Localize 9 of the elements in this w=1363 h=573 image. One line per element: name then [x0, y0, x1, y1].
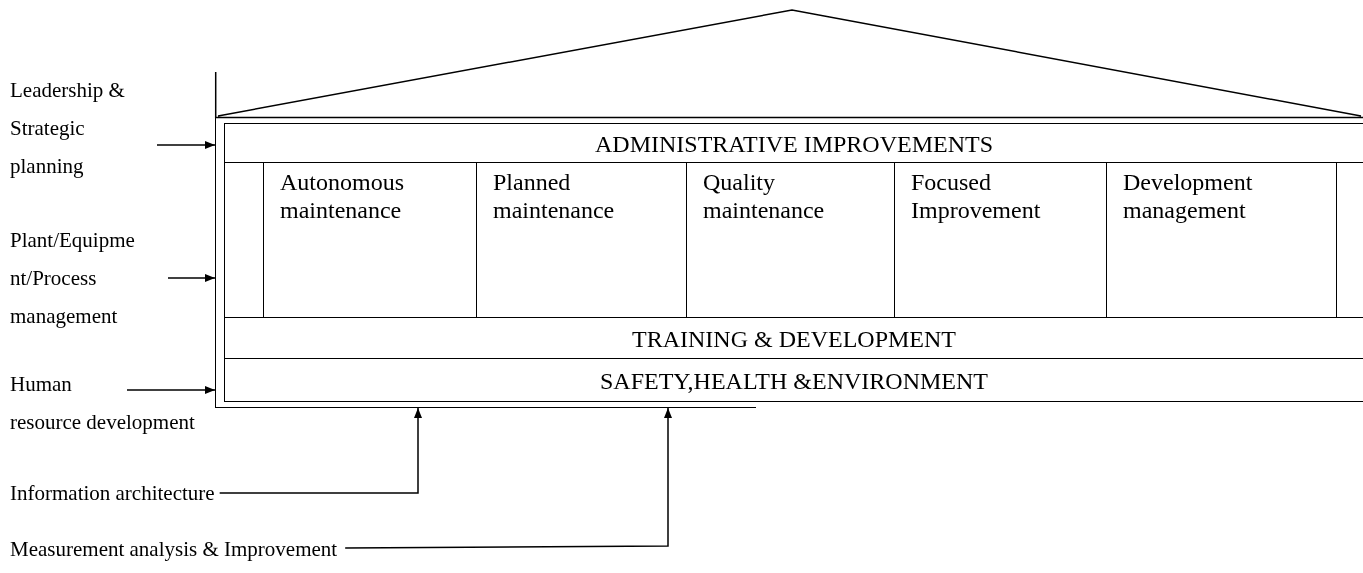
arrow: [126, 386, 216, 394]
input-label: Leadership & Strategic planning: [10, 71, 152, 185]
arrow: [167, 274, 216, 282]
input-label: Measurement analysis & Improvement: [10, 530, 338, 568]
arrow: [344, 407, 672, 549]
input-label: Information architecture: [10, 474, 215, 512]
arrow: [218, 407, 422, 494]
arrow: [156, 141, 216, 149]
input-label: Plant/Equipme nt/Process management: [10, 221, 162, 335]
